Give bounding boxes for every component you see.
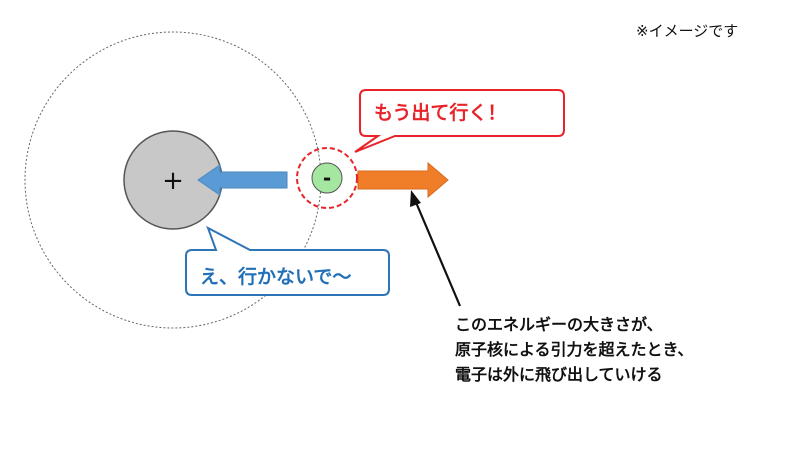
pointer-arrow-line [413,199,462,307]
electron-sign: - [323,166,331,190]
electron-highlight-ring [296,147,358,209]
electron-speech-bubble [354,89,565,153]
pointer-arrowhead [410,190,421,207]
explanation-text: このエネルギーの大きさが、 原子核による引力を超えたとき、 電子は外に飛び出して… [455,312,693,387]
nucleus-speech-bubble [185,225,390,296]
electron [311,162,343,194]
explanation-line: 原子核による引力を超えたとき、 [455,340,694,359]
explanation-line: このエネルギーの大きさが、 [455,315,663,334]
explanation-line: 電子は外に飛び出していける [455,365,663,384]
nucleus-speech-text: え、行かないで～ [200,266,352,288]
energy-arrow [357,161,449,199]
image-note: ※イメージです [636,22,739,40]
electron-speech-text: もう出て行く！ [374,102,507,124]
attraction-arrow [197,164,288,196]
nucleus-sign: + [162,166,184,196]
